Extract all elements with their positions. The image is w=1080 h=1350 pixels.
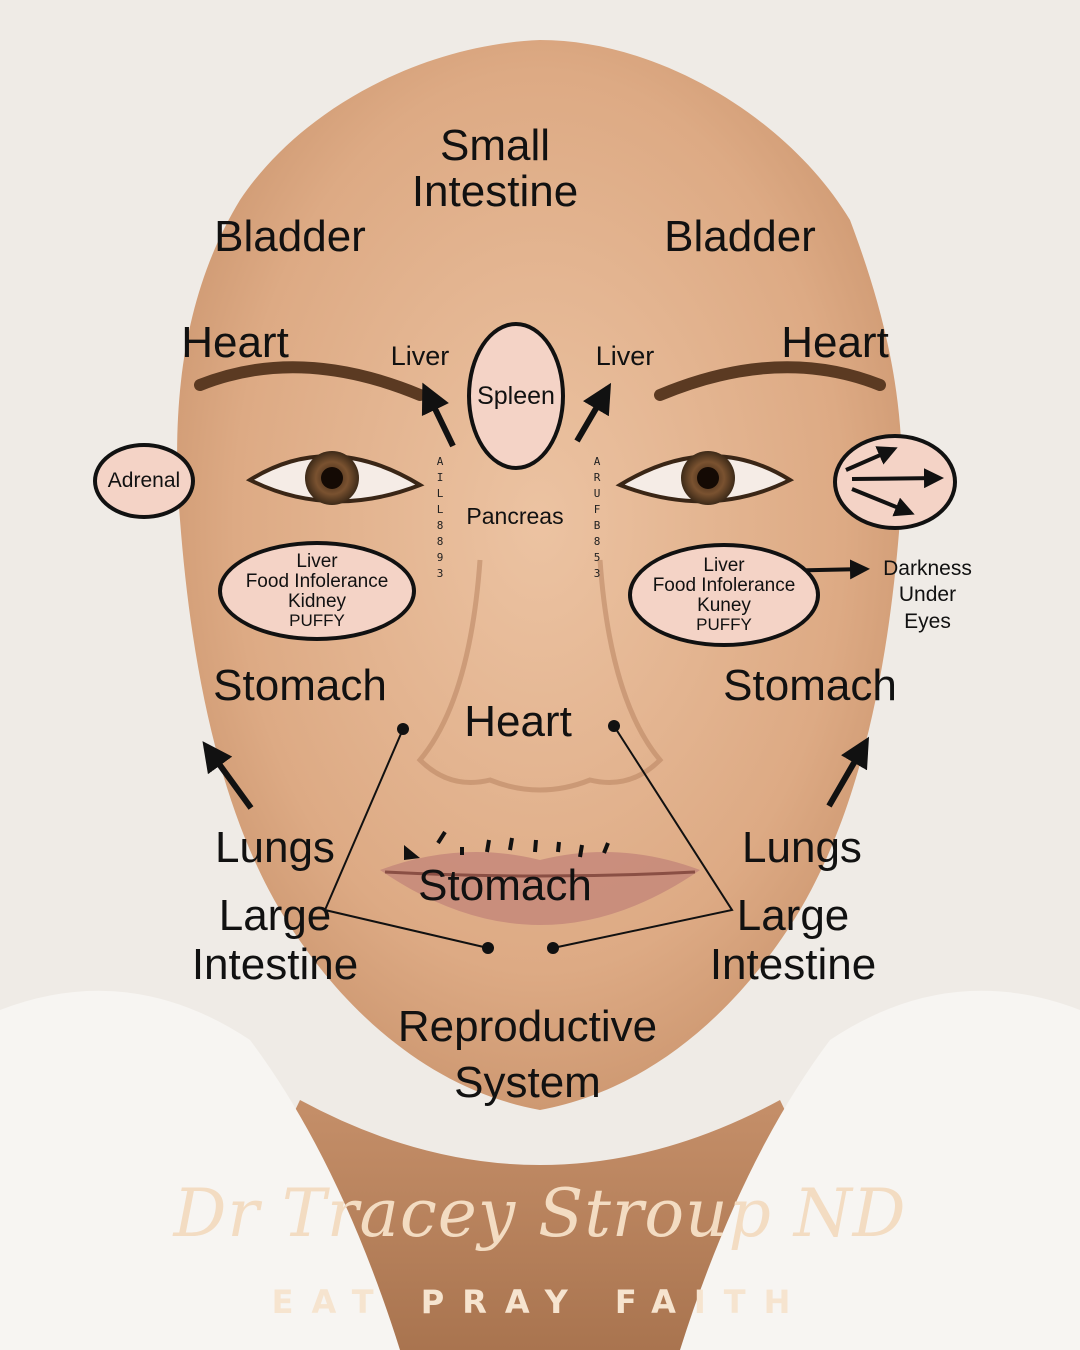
- darkness-under-eyes-label: Darkness Under Eyes: [883, 557, 972, 633]
- eyebrow-right: [654, 361, 886, 401]
- bladder-left-label: Bladder: [214, 212, 366, 261]
- adrenal-oval: Adrenal: [93, 443, 195, 519]
- face-skin: [177, 40, 902, 1110]
- robe-left: [0, 990, 400, 1350]
- liver-right-label: Liver: [595, 341, 655, 371]
- stomach-mouth-label: Stomach: [418, 861, 592, 910]
- pancreas-label: Pancreas: [466, 503, 564, 529]
- large-intestine-right-label: Large Intestine: [709, 891, 877, 989]
- lungs-right-label: Lungs: [742, 823, 862, 872]
- robe-right: [680, 990, 1080, 1350]
- spleen-oval: Spleen: [467, 322, 565, 470]
- signature: Dr Tracey Stroup ND: [173, 1175, 907, 1252]
- chin-dot-left: [482, 942, 494, 954]
- lungs-left-label: Lungs: [215, 823, 335, 872]
- reproductive-system-label: Reproductive System: [397, 1002, 658, 1107]
- arrow-liver-right: [574, 382, 612, 443]
- lip-ticks: [436, 830, 610, 858]
- eyebrow-left: [194, 361, 426, 401]
- under-eye-right-oval: Liver Food Infolerance Kuney PUFFY: [628, 543, 820, 647]
- bladder-right-label: Bladder: [664, 212, 816, 261]
- chin-dot-right: [547, 942, 559, 954]
- brand-tagline: EAT PRAY FAITH: [271, 1283, 809, 1321]
- heart-nose-label: Heart: [464, 697, 572, 746]
- liver-left-label: Liver: [390, 341, 450, 371]
- arrow-lungs-right: [826, 736, 870, 808]
- arrow-lungs-left: [202, 741, 254, 810]
- heart-left-label: Heart: [181, 318, 289, 367]
- heart-right-label: Heart: [781, 318, 889, 367]
- arrows-oval: [833, 434, 957, 530]
- nose: [416, 559, 664, 793]
- large-intestine-left-label: Large Intestine: [191, 891, 359, 989]
- under-eye-left-oval: Liver Food Infolerance Kidney PUFFY: [218, 541, 416, 641]
- stomach-left-label: Stomach: [213, 661, 387, 710]
- small-intestine-label: Small Intestine: [411, 121, 579, 216]
- arrow-liver-left: [421, 382, 456, 448]
- stomach-right-label: Stomach: [723, 661, 897, 710]
- arrow-stomach-mouth: [404, 845, 420, 860]
- lips: [380, 852, 700, 925]
- line-large-intestine-right: [552, 725, 734, 949]
- line-large-intestine-left: [323, 728, 489, 949]
